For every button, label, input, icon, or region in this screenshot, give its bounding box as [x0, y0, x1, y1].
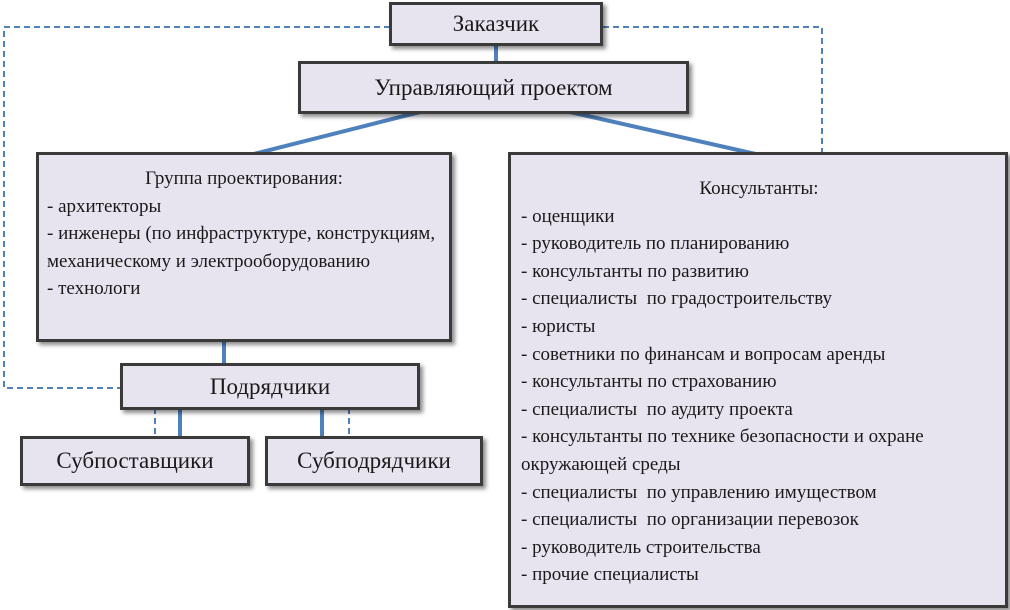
list-item: специалисты по организации перевозок: [521, 506, 997, 534]
consultants-title: Консультанты:: [699, 178, 819, 199]
suppliers-label: Субпоставщики: [56, 448, 214, 473]
suppliers-box: Субпоставщики: [20, 436, 250, 486]
customer-right-dashed-line: [603, 26, 823, 152]
customer-left-dashed-line: [3, 26, 390, 389]
customer-box: Заказчик: [389, 2, 603, 46]
subcontractors-label: Субподрядчики: [297, 448, 451, 473]
list-item: инженеры (по инфраструктуре, конструкция…: [47, 220, 441, 275]
list-item: специалисты по аудиту проекта: [521, 396, 997, 424]
consultants-list: оценщикируководитель по планированиюконс…: [521, 203, 997, 589]
dashed-connectors: [3, 26, 823, 438]
list-item: специалисты по управлению имуществом: [521, 479, 997, 507]
list-item: оценщики: [521, 203, 997, 231]
manager-to-consultants-line: [569, 110, 761, 157]
list-item: прочие специалисты: [521, 561, 997, 589]
contractors-box: Подрядчики: [120, 363, 420, 410]
solid-connectors: [178, 44, 761, 438]
manager-to-design-line: [249, 110, 421, 157]
contractors-label: Подрядчики: [209, 373, 331, 399]
list-item: юристы: [521, 313, 997, 341]
list-item: консультанты по технике безопасности и о…: [521, 423, 997, 478]
project-manager-box: Управляющий проектом: [298, 61, 689, 114]
customer-label: Заказчик: [452, 11, 540, 36]
list-item: технологи: [47, 275, 441, 303]
list-item: консультанты по страхованию: [521, 368, 997, 396]
list-item: руководитель строительства: [521, 534, 997, 562]
list-item: специалисты по градостроительству: [521, 285, 997, 313]
consultants-box: Консультанты: оценщикируководитель по пл…: [508, 152, 1008, 608]
list-item: руководитель по планированию: [521, 230, 997, 258]
design-group-list: архитекторыинженеры (по инфраструктуре, …: [47, 193, 441, 303]
list-item: консультанты по развитию: [521, 258, 997, 286]
list-item: советники по финансам и вопросам аренды: [521, 341, 997, 369]
list-item: архитекторы: [47, 193, 441, 221]
design-group-box: Группа проектирования: архитекторыинжене…: [36, 152, 452, 342]
subcontractors-box: Субподрядчики: [265, 436, 483, 486]
design-group-title: Группа проектирования:: [145, 168, 343, 189]
project-manager-label: Управляющий проектом: [374, 74, 613, 100]
